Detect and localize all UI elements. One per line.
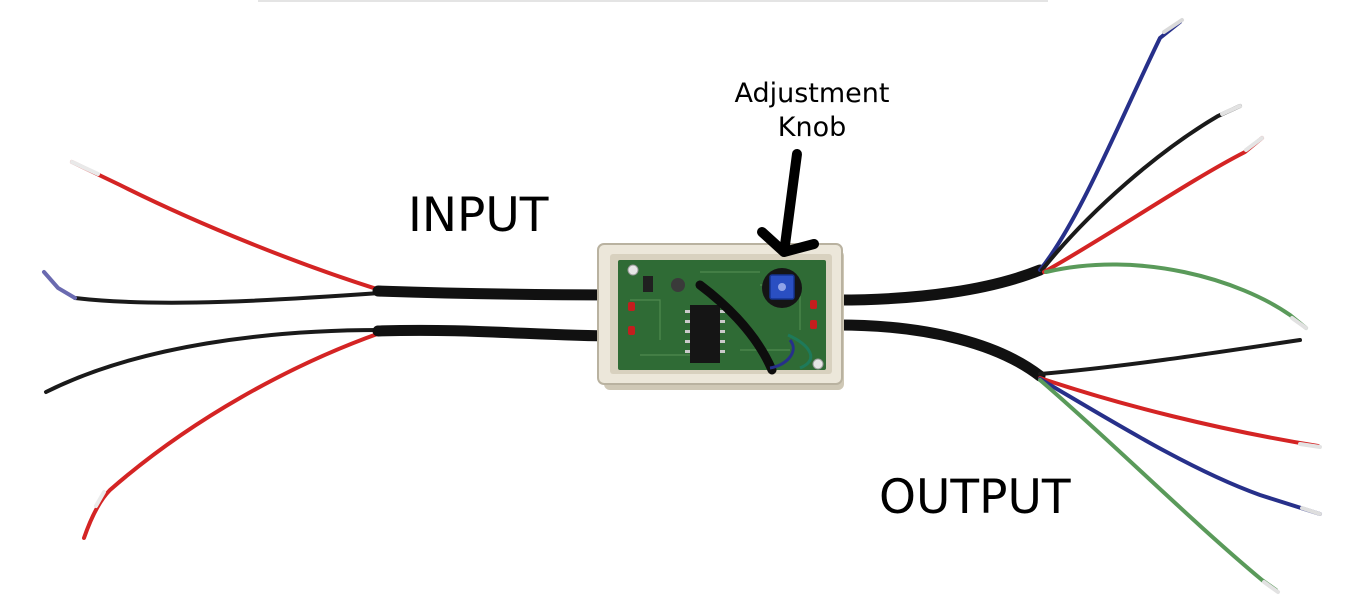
mounting-hole-left [627,264,639,276]
input-wire-red-top [70,160,382,292]
input-wire-red-top-tip [70,160,100,176]
output-wire-blue-top [1038,20,1182,272]
input-wire-black-top [73,291,382,305]
output-cable-bottom [832,319,1046,382]
arrow-pointer [757,149,819,257]
adjustment-knob-label-line2: Knob [777,112,847,143]
output-wire-black-top [1040,104,1242,272]
arrow-shaft [780,149,802,250]
output-cable-top [832,264,1046,306]
input-label: INPUT [408,188,549,243]
output-wire-black-top-tip [1220,104,1242,116]
input-wire-black-top-tip [42,270,77,300]
internal-wire-black [695,280,777,375]
input-wire-black-bottom [44,328,382,394]
ic-chip [690,305,720,363]
output-wire-red-bottom [1038,376,1320,448]
output-wire-green-bottom [1038,378,1278,592]
output-wire-red-top-tip [1244,136,1264,152]
output-wire-green-bottom-tip [1262,580,1280,594]
output-wire-blue-bottom [1038,377,1322,516]
led-indicators [628,300,817,335]
circuit-box [597,243,844,390]
input-cable-bottom [372,324,621,342]
output-wires [832,18,1322,594]
output-wire-red-bottom-tip [1298,442,1322,449]
input-wire-red-bottom-tip [94,490,106,508]
output-wire-blue-bottom-tip [1300,506,1322,516]
output-wire-black-bottom [1038,338,1302,376]
output-wire-green-top-tip [1290,316,1308,330]
internal-wire-blue [769,339,795,370]
output-wire-blue-top-tip [1162,18,1184,34]
adjustment-knob-label-line1: Adjustment [734,78,890,109]
capacitor [671,278,685,292]
output-wire-green-top [1044,262,1308,330]
arrow-head [757,227,819,257]
trimmer-screw [778,283,786,291]
ic-chip-pins [685,310,725,353]
internal-wire-green [787,333,813,370]
input-wire-red-bottom [82,331,382,540]
output-label: OUTPUT [879,470,1071,525]
input-cable-top [372,285,621,301]
output-wire-red-top [1042,136,1264,274]
mounting-hole-right [812,358,824,370]
transistor [643,276,653,292]
input-wires [42,160,621,540]
adjustment-knob-label: Adjustment Knob [712,77,912,145]
